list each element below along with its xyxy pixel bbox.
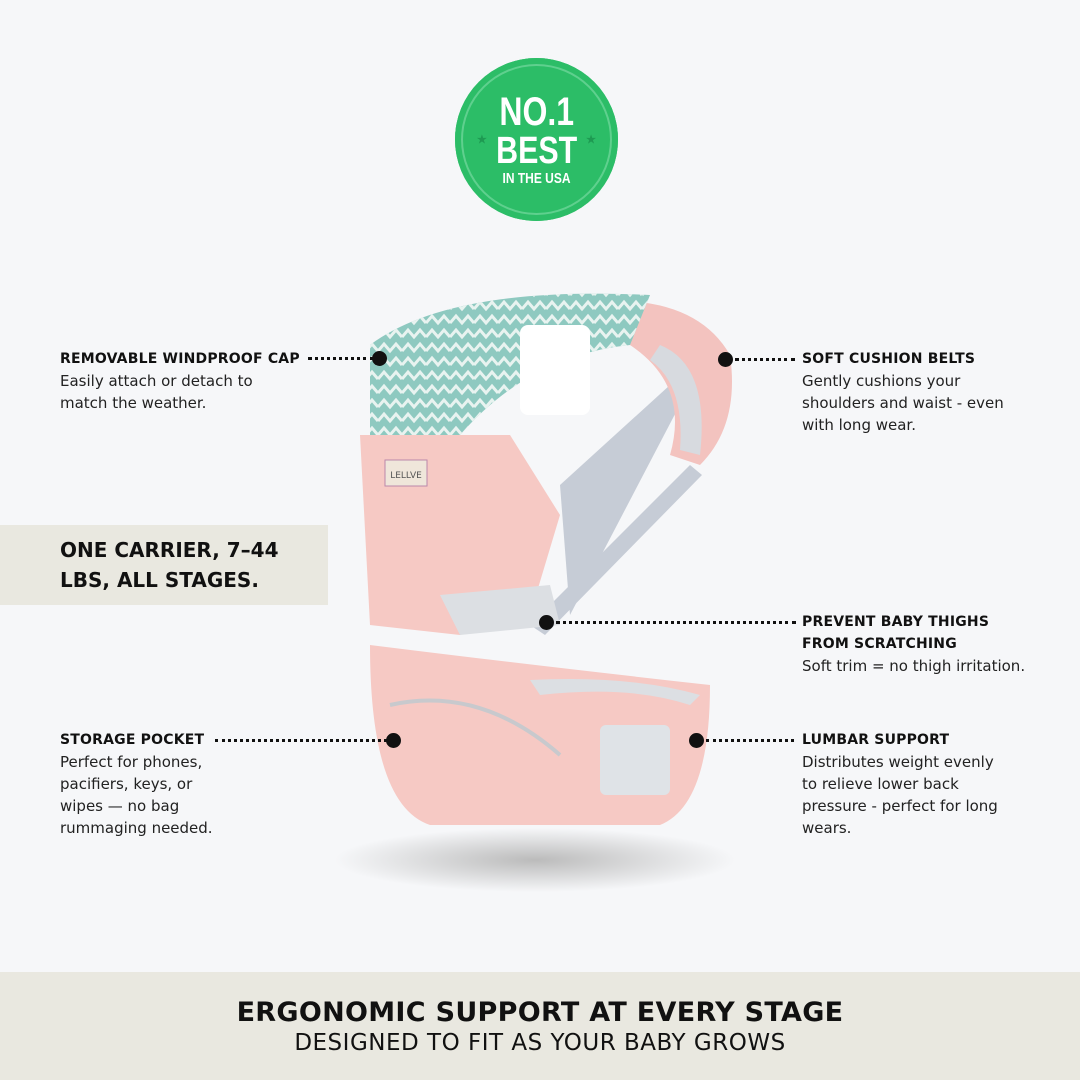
callout-text: Easily attach or detach to	[60, 372, 253, 390]
callout-cushion: SOFT CUSHION BELTS Gently cushions your …	[802, 348, 1004, 436]
callout-text: rummaging needed.	[60, 819, 213, 837]
callout-text: Gently cushions your	[802, 372, 961, 390]
callout-text: to relieve lower back	[802, 775, 959, 793]
marker-dot	[372, 351, 387, 366]
leader-line	[706, 739, 794, 742]
callout-thighs: PREVENT BABY THIGHS FROM SCRATCHING Soft…	[802, 611, 1025, 677]
badge-line2: BEST	[495, 130, 578, 172]
callout-text: wears.	[802, 819, 852, 837]
callout-text: Distributes weight evenly	[802, 753, 994, 771]
callout-title: FROM SCRATCHING	[802, 636, 957, 652]
callout-title: LUMBAR SUPPORT	[802, 732, 950, 748]
callout-text: pacifiers, keys, or	[60, 775, 193, 793]
banner-line1: ONE CARRIER, 7–44	[60, 538, 279, 562]
callout-lumbar: LUMBAR SUPPORT Distributes weight evenly…	[802, 729, 998, 839]
badge-line3: IN THE USA	[502, 170, 571, 187]
callout-title: SOFT CUSHION BELTS	[802, 351, 976, 367]
callout-windproof: REMOVABLE WINDPROOF CAP Easily attach or…	[60, 348, 300, 414]
weight-range-banner: ONE CARRIER, 7–44 LBS, ALL STAGES.	[0, 525, 328, 605]
marker-dot	[689, 733, 704, 748]
best-in-usa-badge: ★★ NO.1 BEST IN THE USA	[455, 58, 618, 221]
leader-line	[308, 357, 374, 360]
banner-line2: LBS, ALL STAGES.	[60, 568, 259, 592]
badge-line1: NO.1	[499, 90, 574, 134]
leader-line	[215, 739, 387, 742]
brand-label: LELLVE	[390, 471, 422, 481]
callout-text: match the weather.	[60, 394, 207, 412]
callout-title: STORAGE POCKET	[60, 732, 205, 748]
footer-subtitle: DESIGNED TO FIT AS YOUR BABY GROWS	[294, 1030, 786, 1056]
baby-carrier-image: LELLVE	[335, 293, 735, 892]
marker-dot	[718, 352, 733, 367]
callout-title: REMOVABLE WINDPROOF CAP	[60, 351, 300, 367]
footer-title: ERGONOMIC SUPPORT AT EVERY STAGE	[236, 997, 844, 1028]
footer: ERGONOMIC SUPPORT AT EVERY STAGE DESIGNE…	[0, 972, 1080, 1080]
marker-dot	[539, 615, 554, 630]
callout-storage: STORAGE POCKET Perfect for phones, pacif…	[60, 729, 213, 839]
callout-text: pressure - perfect for long	[802, 797, 998, 815]
callout-text: shoulders and waist - even	[802, 394, 1004, 412]
callout-text: wipes — no bag	[60, 797, 180, 815]
leader-line	[556, 621, 796, 624]
marker-dot	[386, 733, 401, 748]
callout-text: Perfect for phones,	[60, 753, 203, 771]
callout-text: with long wear.	[802, 416, 916, 434]
leader-line	[735, 358, 795, 361]
callout-text: Soft trim = no thigh irritation.	[802, 657, 1026, 675]
callout-title: PREVENT BABY THIGHS	[802, 614, 990, 630]
